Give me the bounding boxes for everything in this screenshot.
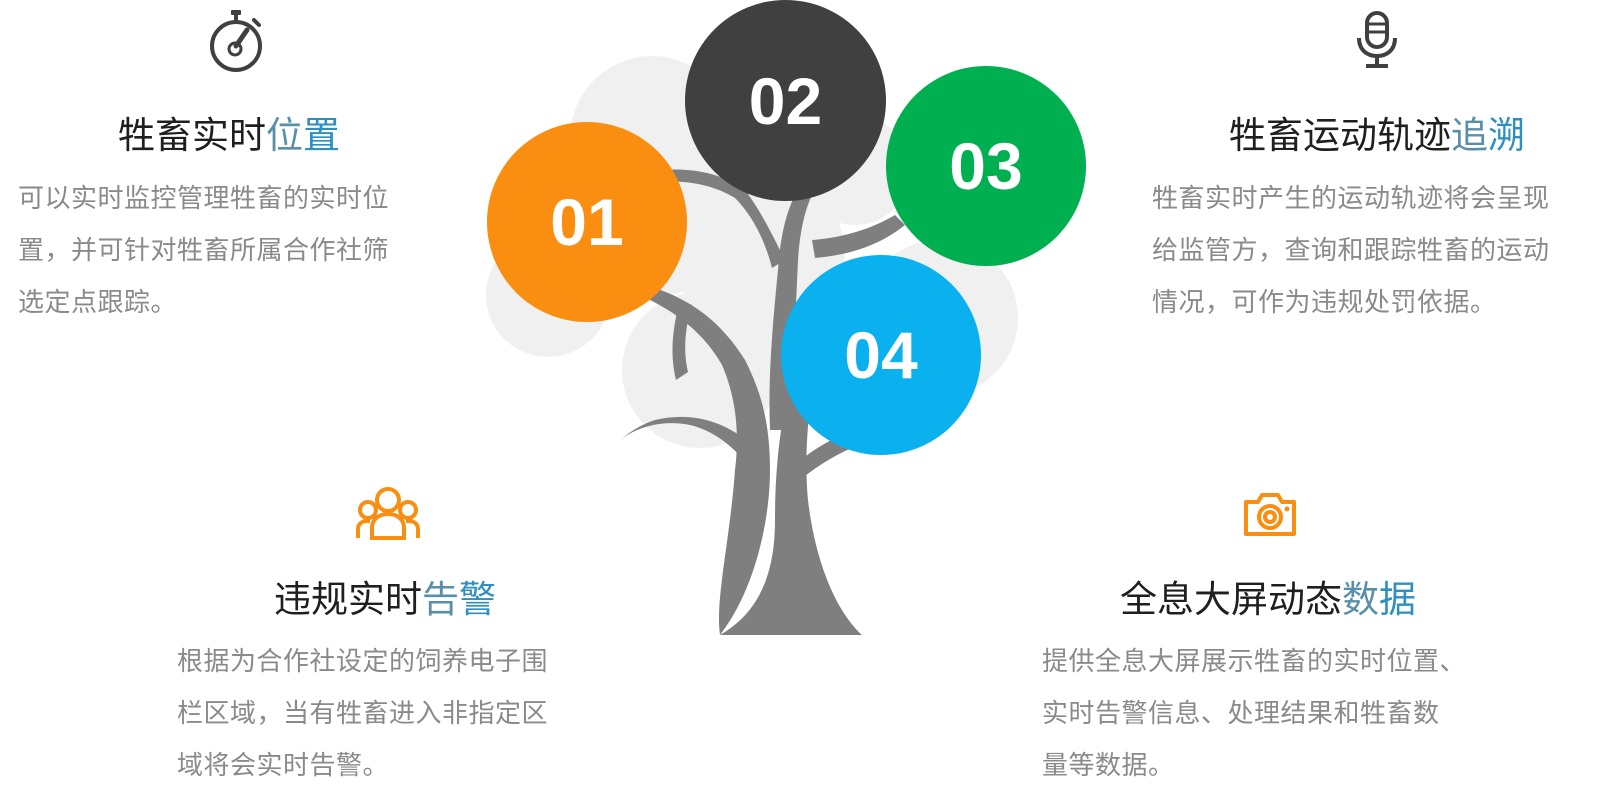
- desc-line: 栏区域，当有牲畜进入非指定区: [177, 688, 548, 740]
- desc-line: 实时告警信息、处理结果和牲畜数: [1042, 688, 1466, 740]
- title-part: 牲畜实时: [118, 114, 266, 157]
- circle-03-label: 03: [949, 128, 1022, 204]
- desc-line: 牲畜实时产生的运动轨迹将会呈现: [1152, 173, 1550, 225]
- title-part: 追: [1451, 114, 1488, 157]
- circle-01: 01: [487, 122, 687, 322]
- desc-line: 域将会实时告警。: [177, 740, 548, 792]
- desc-line: 给监管方，查询和跟踪牲畜的运动: [1152, 225, 1550, 277]
- section-desc-top-left: 可以实时监控管理牲畜的实时位 置，并可针对牲畜所属合作社筛 选定点跟踪。: [18, 173, 389, 329]
- desc-line: 根据为合作社设定的饲养电子围: [177, 636, 548, 688]
- title-part: 置: [303, 114, 340, 157]
- desc-line: 提供全息大屏展示牲畜的实时位置、: [1042, 636, 1466, 688]
- title-part: 溯: [1488, 114, 1525, 157]
- users-icon: [354, 486, 422, 542]
- title-part: 全息大屏动态: [1120, 578, 1342, 621]
- desc-line: 情况，可作为违规处罚依据。: [1152, 277, 1550, 329]
- desc-line: 置，并可针对牲畜所属合作社筛: [18, 225, 389, 277]
- section-title-bottom-left: 违规实时告警: [274, 577, 496, 623]
- circle-02-label: 02: [749, 63, 822, 139]
- section-desc-top-right: 牲畜实时产生的运动轨迹将会呈现 给监管方，查询和跟踪牲畜的运动 情况，可作为违规…: [1152, 173, 1550, 329]
- section-title-bottom-right: 全息大屏动态数据: [1120, 577, 1416, 623]
- title-part: 告: [422, 578, 459, 621]
- section-desc-bottom-left: 根据为合作社设定的饲养电子围 栏区域，当有牲畜进入非指定区 域将会实时告警。: [177, 636, 548, 792]
- desc-line: 量等数据。: [1042, 740, 1466, 792]
- section-title-top-right: 牲畜运动轨迹追溯: [1229, 113, 1525, 159]
- circle-04: 04: [781, 255, 981, 455]
- microphone-icon: [1355, 10, 1399, 70]
- circle-02: 02: [685, 0, 886, 201]
- camera-icon: [1242, 490, 1298, 538]
- section-desc-bottom-right: 提供全息大屏展示牲畜的实时位置、 实时告警信息、处理结果和牲畜数 量等数据。: [1042, 636, 1466, 792]
- circle-03: 03: [886, 66, 1086, 266]
- title-part: 据: [1379, 578, 1416, 621]
- title-part: 违规实时: [274, 578, 422, 621]
- desc-line: 选定点跟踪。: [18, 277, 389, 329]
- title-part: 牲畜运动轨迹: [1229, 114, 1451, 157]
- stopwatch-icon: [206, 8, 266, 72]
- title-part: 警: [459, 578, 496, 621]
- circle-04-label: 04: [844, 317, 917, 393]
- title-part: 数: [1342, 578, 1379, 621]
- desc-line: 可以实时监控管理牲畜的实时位: [18, 173, 389, 225]
- circle-01-label: 01: [550, 184, 623, 260]
- title-part: 位: [266, 114, 303, 157]
- section-title-top-left: 牲畜实时位置: [118, 113, 340, 159]
